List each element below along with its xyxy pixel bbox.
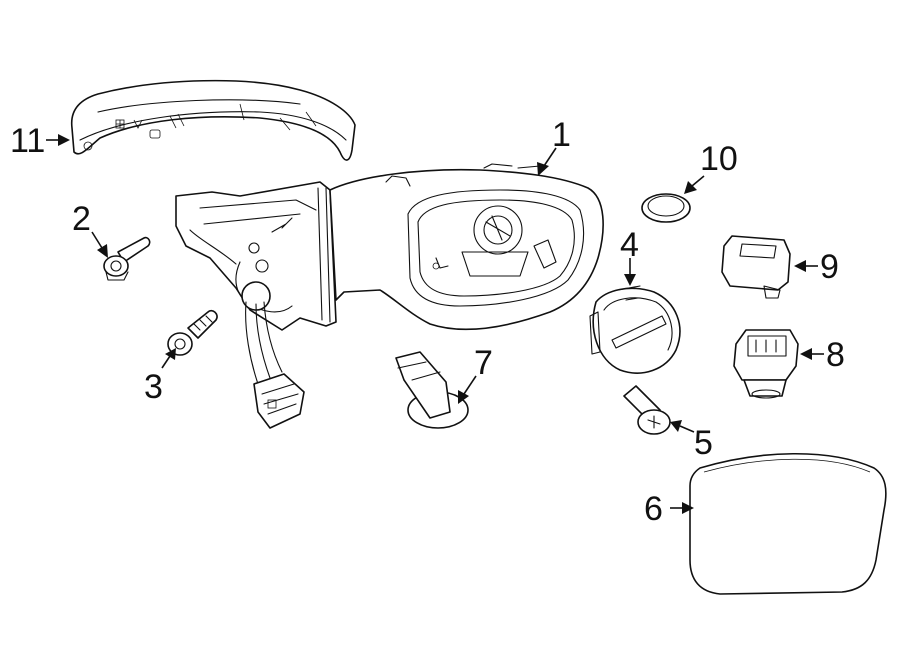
callout-labels: 1 2 3 4 5 6 7 8 9 10 11	[10, 116, 845, 528]
callout-1-label: 1	[552, 116, 571, 154]
callout-9-label: 9	[820, 248, 839, 286]
callout-5-label: 5	[694, 424, 713, 462]
part-1-wiring-harness	[241, 281, 305, 429]
part-10-seal	[641, 193, 691, 223]
part-4-actuator	[589, 285, 681, 374]
callout-11-label: 11	[10, 122, 45, 160]
callout-10-label: 10	[700, 140, 738, 178]
callout-6-label: 6	[644, 490, 663, 528]
callout-8-label: 8	[826, 336, 845, 374]
part-7-clip	[395, 351, 469, 429]
part-8-camera-module	[733, 329, 799, 399]
part-5-screw	[623, 385, 671, 435]
callout-7-label: 7	[474, 344, 493, 382]
part-9-lamp-housing	[721, 235, 791, 299]
callout-4-label: 4	[620, 226, 639, 264]
part-1-mirror-housing	[175, 163, 604, 331]
callout-leaders	[46, 134, 824, 514]
part-6-mirror-glass	[689, 452, 887, 595]
callout-3-label: 3	[144, 368, 163, 406]
part-11-mirror-cap	[70, 79, 356, 161]
callout-2-label: 2	[72, 200, 91, 238]
part-2-screw	[103, 236, 151, 281]
